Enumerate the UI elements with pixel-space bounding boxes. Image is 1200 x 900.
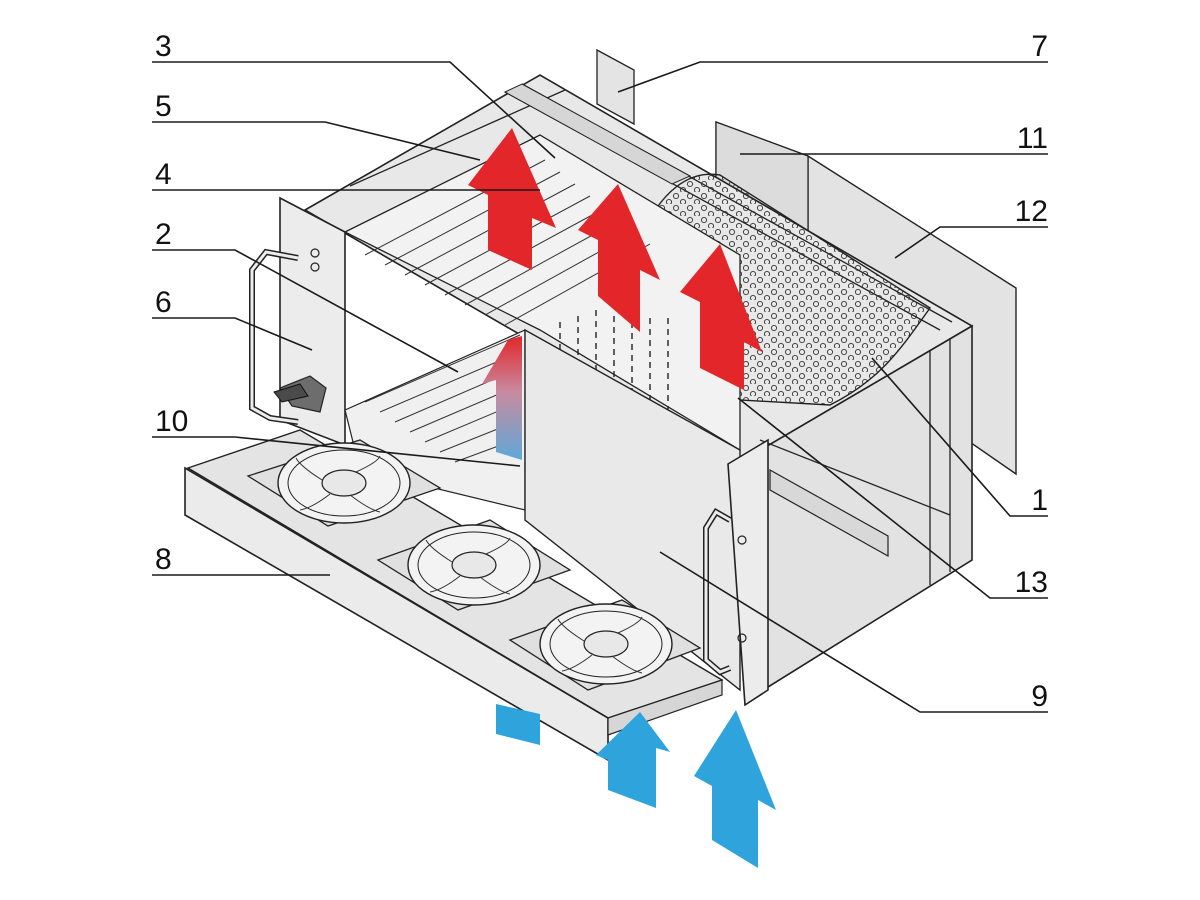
- callout-3: 3: [155, 30, 172, 63]
- front-panel-right: [727, 438, 769, 707]
- callout-2: 2: [155, 218, 172, 251]
- callout-11: 11: [1017, 122, 1048, 155]
- callout-7: 7: [1031, 30, 1048, 63]
- callout-8: 8: [155, 543, 172, 576]
- callout-4: 4: [155, 158, 172, 191]
- fan-icon: [246, 439, 442, 527]
- callout-10: 10: [155, 405, 188, 438]
- top-rail: [503, 83, 692, 185]
- handle-icon[interactable]: [703, 507, 732, 676]
- airflow-arrow-up-icon: [468, 128, 762, 390]
- callout-12: 12: [1015, 195, 1048, 228]
- callout-13: 13: [1015, 566, 1048, 599]
- fan-icon: [376, 519, 572, 611]
- callout-1: 1: [1031, 484, 1048, 517]
- airflow-arrow-up-icon: [496, 704, 776, 868]
- latch-icon[interactable]: [273, 375, 327, 413]
- center-plate: [524, 328, 741, 692]
- handle-icon[interactable]: [249, 248, 299, 425]
- callout-9: 9: [1031, 680, 1048, 713]
- rear-strip-7: [596, 48, 635, 126]
- fan-icon: [508, 599, 702, 691]
- callout-6: 6: [155, 286, 172, 319]
- airflow-arrow-up-icon: [482, 336, 522, 460]
- leader-lines: [152, 61, 1048, 713]
- callout-5: 5: [155, 90, 172, 123]
- card-rail-13: [769, 468, 889, 558]
